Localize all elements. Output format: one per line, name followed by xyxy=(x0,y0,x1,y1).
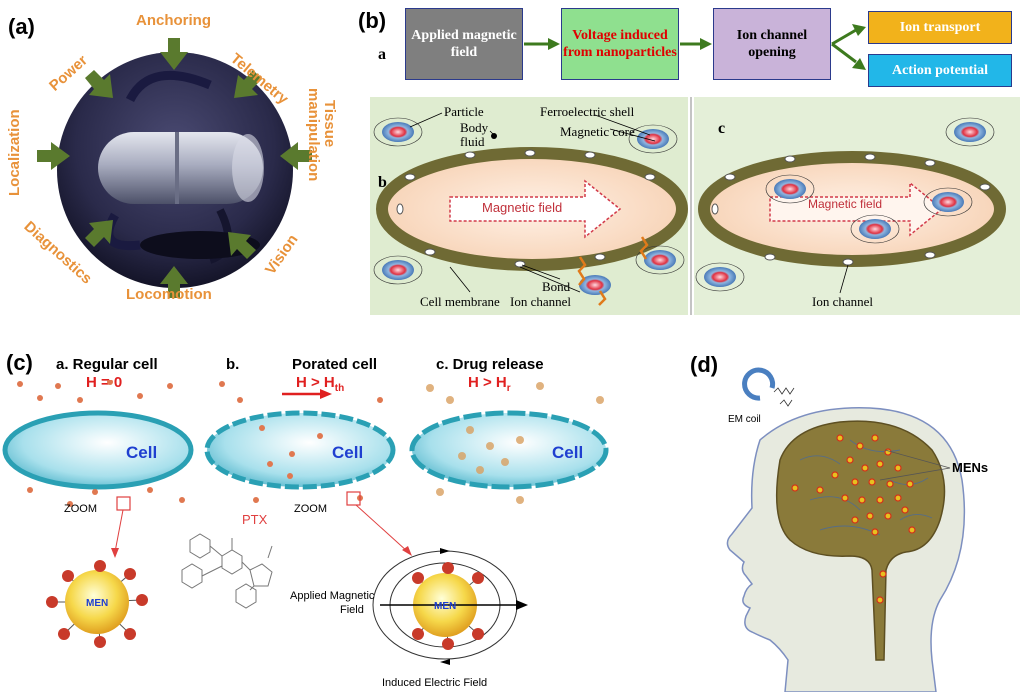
bond-label: Bond xyxy=(542,279,571,294)
panel-d-letter: (d) xyxy=(690,352,719,377)
regular-cell-condition: H = 0 xyxy=(86,374,123,391)
panel-d-figure: EM coil MENs xyxy=(726,367,988,692)
regular-cell xyxy=(2,410,194,490)
regular-cell-title: a. Regular cell xyxy=(56,356,158,373)
anchoring-label: Anchoring xyxy=(136,12,211,29)
ion-channel-label-c: Ion channel xyxy=(812,294,874,309)
induced-field-label: Induced Electric Field xyxy=(382,677,487,689)
panel-a-figure xyxy=(37,38,312,298)
localization-label: Localization xyxy=(6,109,23,196)
nanoparticles xyxy=(373,117,995,295)
magnetic-field-label-b: Magnetic field xyxy=(482,200,563,215)
panel-b-letter: (b) xyxy=(358,8,387,33)
flow-box-voltage: Voltage induced from nanoparticles xyxy=(561,8,679,80)
body-label: Body xyxy=(460,120,489,135)
bonds xyxy=(577,236,649,306)
sub-c-label: c xyxy=(718,120,726,137)
drug-release-title: c. Drug release xyxy=(436,356,544,373)
function-arrows xyxy=(37,38,312,298)
men-label-left: MEN xyxy=(86,598,108,609)
locomotion-label: Locomotion xyxy=(126,286,212,303)
zoom-label-b: ZOOM xyxy=(294,503,327,515)
applied-field-line2: Field xyxy=(340,604,364,616)
porated-cell xyxy=(204,410,396,490)
ptx-molecule xyxy=(181,533,273,609)
porated-condition-sub: th xyxy=(334,383,345,394)
ptx-particles xyxy=(17,380,383,507)
ion-channel-label-b: Ion channel xyxy=(510,294,572,309)
em-coil-icon xyxy=(742,367,776,401)
mens-particles xyxy=(791,434,916,604)
panel-c-letter: (c) xyxy=(6,350,33,375)
panel-b-cells xyxy=(370,97,1020,315)
porated-condition-text: H > H xyxy=(296,374,335,391)
men-label-right: MEN xyxy=(434,601,456,612)
ion-channels xyxy=(396,149,991,268)
porated-cell-title: Porated cell xyxy=(292,356,378,373)
drug-release-condition: H > Hr xyxy=(468,374,511,394)
sub-b-label: b xyxy=(378,174,387,191)
flow-box-ion-transport: Ion transport xyxy=(868,11,1012,44)
flow-box-action-potential: Action potential xyxy=(868,54,1012,87)
panel-a-letter: (a) xyxy=(8,14,35,39)
magnetic-field-arrow-c xyxy=(769,181,944,237)
zoom-label-a: ZOOM xyxy=(64,503,97,515)
flow-box-applied-field: Applied magnetic field xyxy=(405,8,523,80)
magnetic-field-arrow-b xyxy=(449,179,622,239)
men-particle-left: MEN xyxy=(46,560,148,648)
particle-label: Particle xyxy=(444,104,484,119)
mens-label: MENs xyxy=(952,460,988,475)
fluid-label: fluid xyxy=(460,134,485,149)
drug-condition-text: H > H xyxy=(468,374,507,391)
cell-label-b: Cell xyxy=(332,443,363,462)
manipulation-label: manipulation xyxy=(305,88,322,182)
cell-label-c: Cell xyxy=(552,443,583,462)
cell-membrane-label: Cell membrane xyxy=(420,294,500,309)
porated-cell-condition: H > Hth xyxy=(296,374,344,394)
porated-cell-prefix: b. xyxy=(226,356,240,373)
ptx-label: PTX xyxy=(242,512,268,527)
em-coil-label: EM coil xyxy=(728,414,761,425)
magnetic-field-label-c: Magnetic field xyxy=(808,197,883,211)
drug-condition-sub: r xyxy=(506,383,511,394)
cell-label-a: Cell xyxy=(126,443,157,462)
pointer-lines xyxy=(409,112,849,294)
flow-row-label: a xyxy=(378,46,386,63)
men-particle-right: MEN xyxy=(372,548,528,665)
panel-c-figure: Cell Cell Cell ZOOM ZOOM PTX MEN xyxy=(2,380,609,689)
tissue-label: Tissue xyxy=(321,100,338,148)
flow-arrows xyxy=(524,24,866,70)
applied-field-line1: Applied Magnetic xyxy=(290,590,375,602)
ferroelectric-shell-label: Ferroelectric shell xyxy=(540,104,635,119)
flow-box-ion-channel: Ion channel opening xyxy=(713,8,831,80)
brain xyxy=(775,420,946,661)
drug-release-cell xyxy=(409,410,609,490)
capsule-robot xyxy=(98,132,263,204)
magnetic-core-label: Magnetic core xyxy=(560,124,635,139)
